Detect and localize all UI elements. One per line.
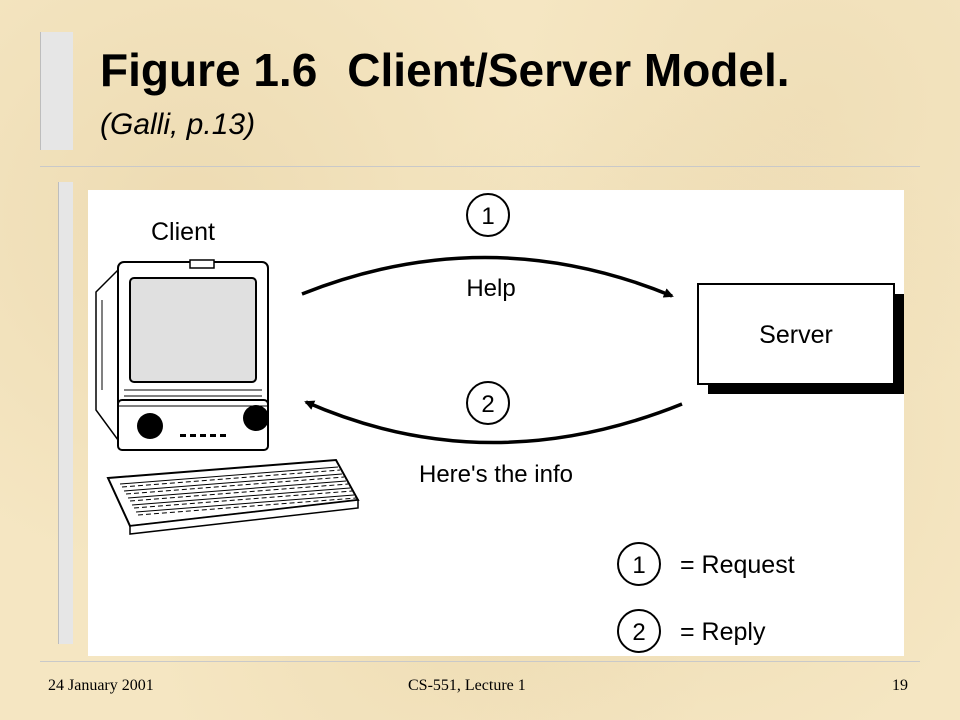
figure-number: Figure 1.6 (100, 44, 318, 96)
legend-number: 2 (632, 619, 645, 646)
step-1-number: 1 (481, 203, 494, 230)
legend-item-request: 1 = Request (617, 542, 795, 586)
footer-date: 24 January 2001 (48, 677, 154, 694)
legend-meaning: = Reply (680, 618, 766, 646)
step-2-marker: 2 (466, 381, 510, 425)
client-label: Client (151, 218, 215, 246)
client-computer-icon (95, 259, 360, 535)
server-label: Server (759, 321, 833, 349)
citation: (Galli, p.13) (100, 108, 256, 141)
slide-title: Figure 1.6 Client/Server Model. (100, 44, 790, 96)
title-side-bar (40, 32, 73, 150)
top-divider (40, 166, 920, 167)
diagram-canvas: Client (95, 193, 904, 653)
legend: 1 = Request 2 = Reply (617, 542, 795, 653)
step-1-marker: 1 (466, 193, 510, 237)
client-server-diagram: Client (88, 190, 904, 656)
footer-course: CS-551, Lecture 1 (408, 677, 526, 694)
legend-item-reply: 2 = Reply (617, 609, 766, 653)
legend-number: 1 (632, 552, 645, 579)
request-arrow (301, 255, 674, 298)
figure-title: Client/Server Model. (347, 44, 790, 96)
request-message: Help (466, 275, 515, 302)
legend-meaning: = Request (680, 551, 795, 579)
reply-message: Here's the info (419, 461, 573, 488)
server-box: Server (697, 283, 904, 394)
step-2-number: 2 (481, 391, 494, 418)
figure-side-bar (58, 182, 73, 644)
reply-arrow (304, 400, 683, 445)
bottom-divider (40, 661, 920, 662)
footer-page-number: 19 (892, 677, 908, 694)
